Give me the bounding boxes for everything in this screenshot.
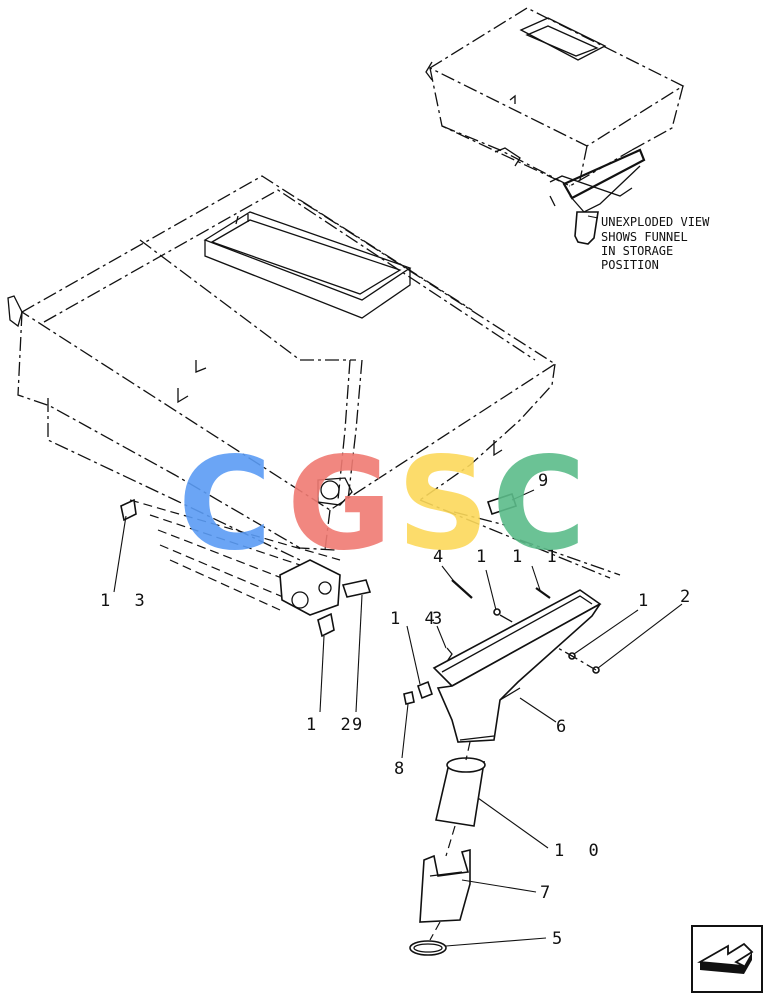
callout-4: 4	[433, 547, 450, 567]
unexploded-view-note-line-4: POSITION	[601, 258, 659, 272]
part-12-bracket	[317, 612, 335, 638]
part-7-spout	[419, 848, 471, 923]
part-13-bracket	[120, 498, 137, 522]
callout-1-upper: 1	[476, 547, 493, 567]
cgsc-watermark: C G S C	[178, 430, 586, 579]
callout-2: 2	[680, 587, 697, 607]
assembly-centerline	[429, 741, 471, 941]
callout-7: 7	[540, 883, 557, 903]
part-9-clip-left	[341, 579, 372, 598]
callout-8: 8	[394, 759, 411, 779]
callout-12: 1 2	[306, 715, 358, 735]
callout-10: 1 0	[554, 841, 606, 861]
unexploded-view-note-line-3: IN STORAGE	[601, 244, 673, 258]
part-9-clip-right	[486, 492, 518, 516]
callout-9-upper: 9	[538, 471, 555, 491]
part-14-clip	[417, 680, 433, 700]
part-1-nut	[493, 608, 501, 616]
watermark-letter-c1: C	[178, 430, 272, 579]
callout-11: 1 1	[512, 547, 564, 567]
part-11-pin	[535, 587, 551, 599]
watermark-letter-g: G	[287, 430, 392, 579]
callout-3: 3	[432, 609, 449, 629]
unexploded-view-note-line-2: SHOWS FUNNEL	[601, 230, 688, 244]
part-6-funnel	[432, 589, 602, 743]
next-page-arrow-icon[interactable]	[691, 925, 763, 993]
spinner-gear-housing	[129, 477, 353, 616]
callout-13: 1 3	[100, 591, 152, 611]
callout-9-lower: 9	[352, 715, 369, 735]
unexploded-view-note-line-1: UNEXPLODED VIEW	[601, 215, 710, 229]
part-5-clamp-ring	[409, 940, 447, 956]
callout-6: 6	[556, 717, 573, 737]
part-8-bolt	[403, 691, 415, 705]
callout-5: 5	[552, 929, 569, 949]
watermark-letter-c2: C	[492, 430, 586, 579]
hopper-phantom-outline	[7, 175, 621, 579]
callout-14: 1 4	[390, 609, 442, 629]
part-10-tube	[435, 757, 486, 827]
callout-1-right: 1	[638, 591, 655, 611]
leader-lines	[113, 489, 683, 947]
watermark-letter-s: S	[397, 430, 489, 579]
unexploded-hopper-view	[425, 7, 685, 245]
